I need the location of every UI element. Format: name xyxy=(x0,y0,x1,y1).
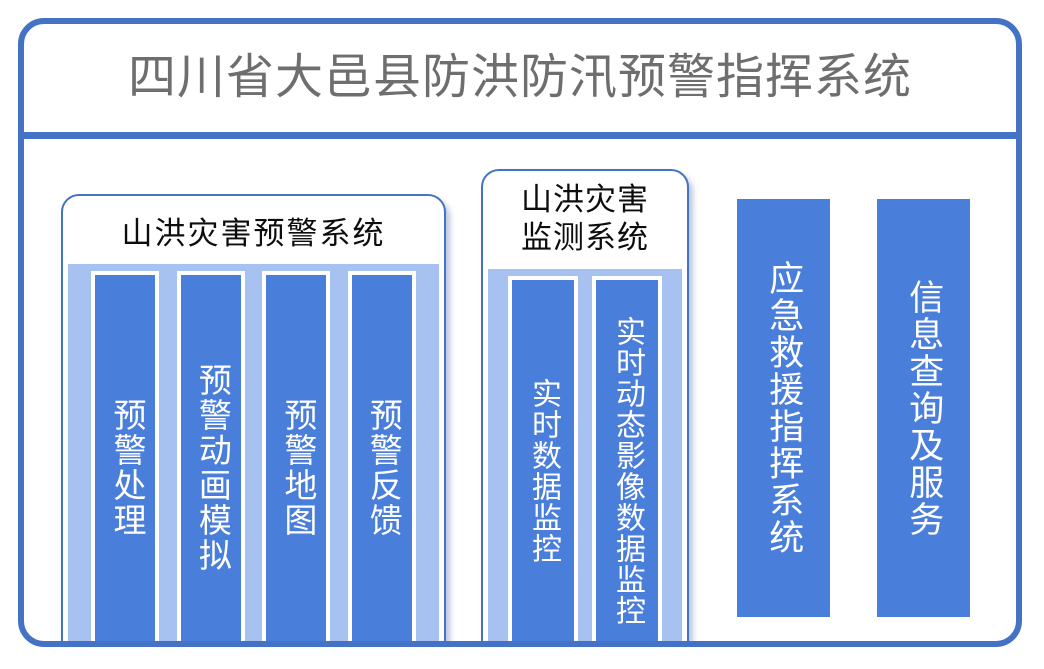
header-bar: 四川省大邑县防洪防汛预警指挥系统 xyxy=(24,24,1016,132)
module-realtime-dynamic-imagery-monitoring-label: 实时动态影像数据监控 xyxy=(610,315,644,626)
module-emergency-rescue-command-system[interactable]: 应急救援指挥系统 xyxy=(737,199,830,617)
panel-flood-monitoring-system-title: 山洪灾害 监测系统 xyxy=(521,182,649,255)
panel-flood-monitoring-system-body: 实时数据监控 实时动态影像数据监控 xyxy=(488,269,682,641)
module-information-query-and-service[interactable]: 信息查询及服务 xyxy=(877,199,970,617)
panel-flood-warning-system[interactable]: 山洪灾害预警系统 预警处理 预警动画模拟 预警地图 预警反馈 xyxy=(61,194,446,641)
panel-flood-warning-system-title: 山洪灾害预警系统 xyxy=(121,216,386,251)
module-warning-animation-simulation[interactable]: 预警动画模拟 xyxy=(176,271,245,641)
page-title: 四川省大邑县防洪防汛预警指挥系统 xyxy=(127,50,912,104)
module-emergency-rescue-command-system-label: 应急救援指挥系统 xyxy=(764,260,804,556)
module-warning-map-label: 预警地图 xyxy=(278,398,315,538)
module-warning-feedback[interactable]: 预警反馈 xyxy=(347,271,416,641)
module-warning-processing[interactable]: 预警处理 xyxy=(91,271,160,641)
module-warning-animation-simulation-label: 预警动画模拟 xyxy=(193,363,230,573)
modules-area: 山洪灾害预警系统 预警处理 预警动画模拟 预警地图 预警反馈 山洪灾害 监测系统 xyxy=(24,139,1016,641)
system-frame: 四川省大邑县防洪防汛预警指挥系统 山洪灾害预警系统 预警处理 预警动画模拟 预警… xyxy=(18,18,1022,647)
panel-flood-warning-system-body: 预警处理 预警动画模拟 预警地图 预警反馈 xyxy=(68,264,439,641)
panel-flood-monitoring-system[interactable]: 山洪灾害 监测系统 实时数据监控 实时动态影像数据监控 xyxy=(481,169,689,641)
module-realtime-data-monitoring[interactable]: 实时数据监控 xyxy=(508,276,578,641)
module-warning-processing-label: 预警处理 xyxy=(108,398,145,538)
module-warning-map[interactable]: 预警地图 xyxy=(262,271,331,641)
module-information-query-and-service-label: 信息查询及服务 xyxy=(904,278,944,538)
module-warning-feedback-label: 预警反馈 xyxy=(364,398,401,538)
header-divider xyxy=(24,132,1016,139)
module-realtime-dynamic-imagery-monitoring[interactable]: 实时动态影像数据监控 xyxy=(592,276,662,641)
module-realtime-data-monitoring-label: 实时数据监控 xyxy=(526,377,560,564)
